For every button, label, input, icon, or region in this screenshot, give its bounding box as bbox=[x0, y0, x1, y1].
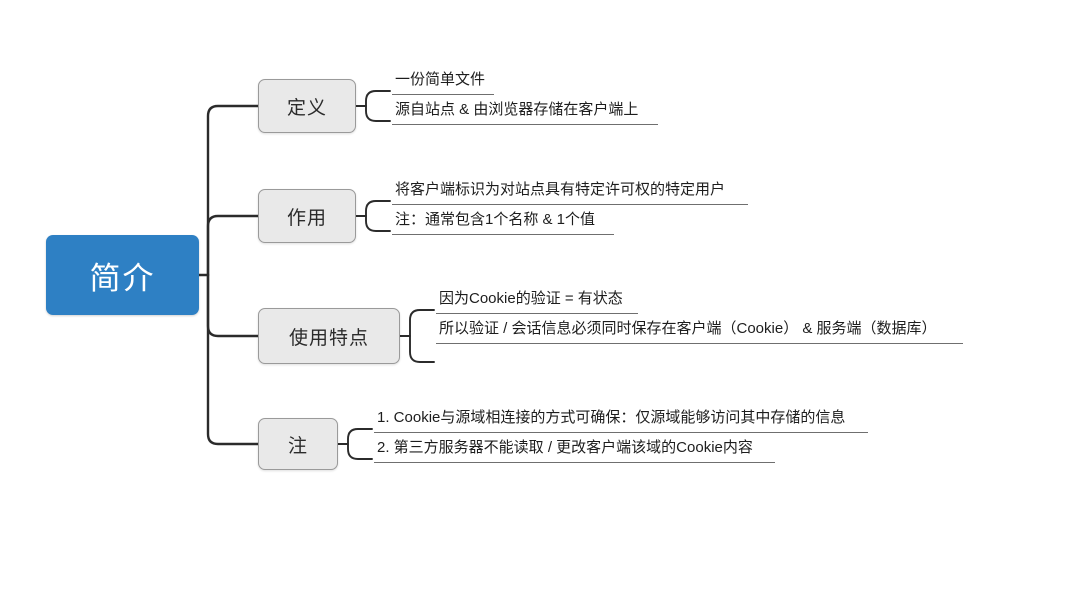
root-node-label: 简介 bbox=[89, 260, 156, 296]
branch-node-zuoyong[interactable]: 作用 bbox=[258, 189, 356, 243]
bracket-zuoyong bbox=[365, 200, 391, 232]
bracket-zhu bbox=[347, 428, 373, 460]
bracket-shiyongtedian bbox=[409, 309, 435, 363]
trunk-to-dingyi bbox=[206, 104, 260, 277]
branch-node-zhu-label: 注 bbox=[287, 435, 308, 457]
branch-node-dingyi[interactable]: 定义 bbox=[258, 79, 356, 133]
trunk-to-zuoyong bbox=[206, 214, 260, 277]
leaf-zuoyong-2[interactable]: 注：通常包含1个名称 & 1个值 bbox=[392, 206, 614, 235]
trunk-to-zhu bbox=[206, 273, 260, 446]
leaf-dingyi-2[interactable]: 源自站点 & 由浏览器存储在客户端上 bbox=[392, 96, 658, 125]
trunk-to-shiyongtedian bbox=[206, 273, 260, 338]
branch-node-dingyi-label: 定义 bbox=[286, 97, 327, 119]
branch-node-zhu[interactable]: 注 bbox=[258, 418, 338, 470]
leaf-zhu-1[interactable]: 1. Cookie与源域相连接的方式可确保：仅源域能够访问其中存储的信息 bbox=[374, 404, 868, 433]
leaf-shiyongtedian-1[interactable]: 因为Cookie的验证 = 有状态 bbox=[436, 285, 638, 314]
leaf-shiyongtedian-2[interactable]: 所以验证 / 会话信息必须同时保存在客户端（Cookie） & 服务端（数据库） bbox=[436, 315, 963, 344]
leaf-dingyi-1[interactable]: 一份简单文件 bbox=[392, 66, 494, 95]
leaf-zuoyong-1[interactable]: 将客户端标识为对站点具有特定许可权的特定用户 bbox=[392, 176, 748, 205]
branch-node-shiyongtedian-label: 使用特点 bbox=[288, 327, 369, 349]
leaf-zhu-2[interactable]: 2. 第三方服务器不能读取 / 更改客户端该域的Cookie内容 bbox=[374, 434, 775, 463]
root-node[interactable]: 简介 bbox=[46, 235, 199, 315]
branch-node-zuoyong-label: 作用 bbox=[286, 207, 327, 229]
bracket-dingyi bbox=[365, 90, 391, 122]
branch-node-shiyongtedian[interactable]: 使用特点 bbox=[258, 308, 400, 364]
